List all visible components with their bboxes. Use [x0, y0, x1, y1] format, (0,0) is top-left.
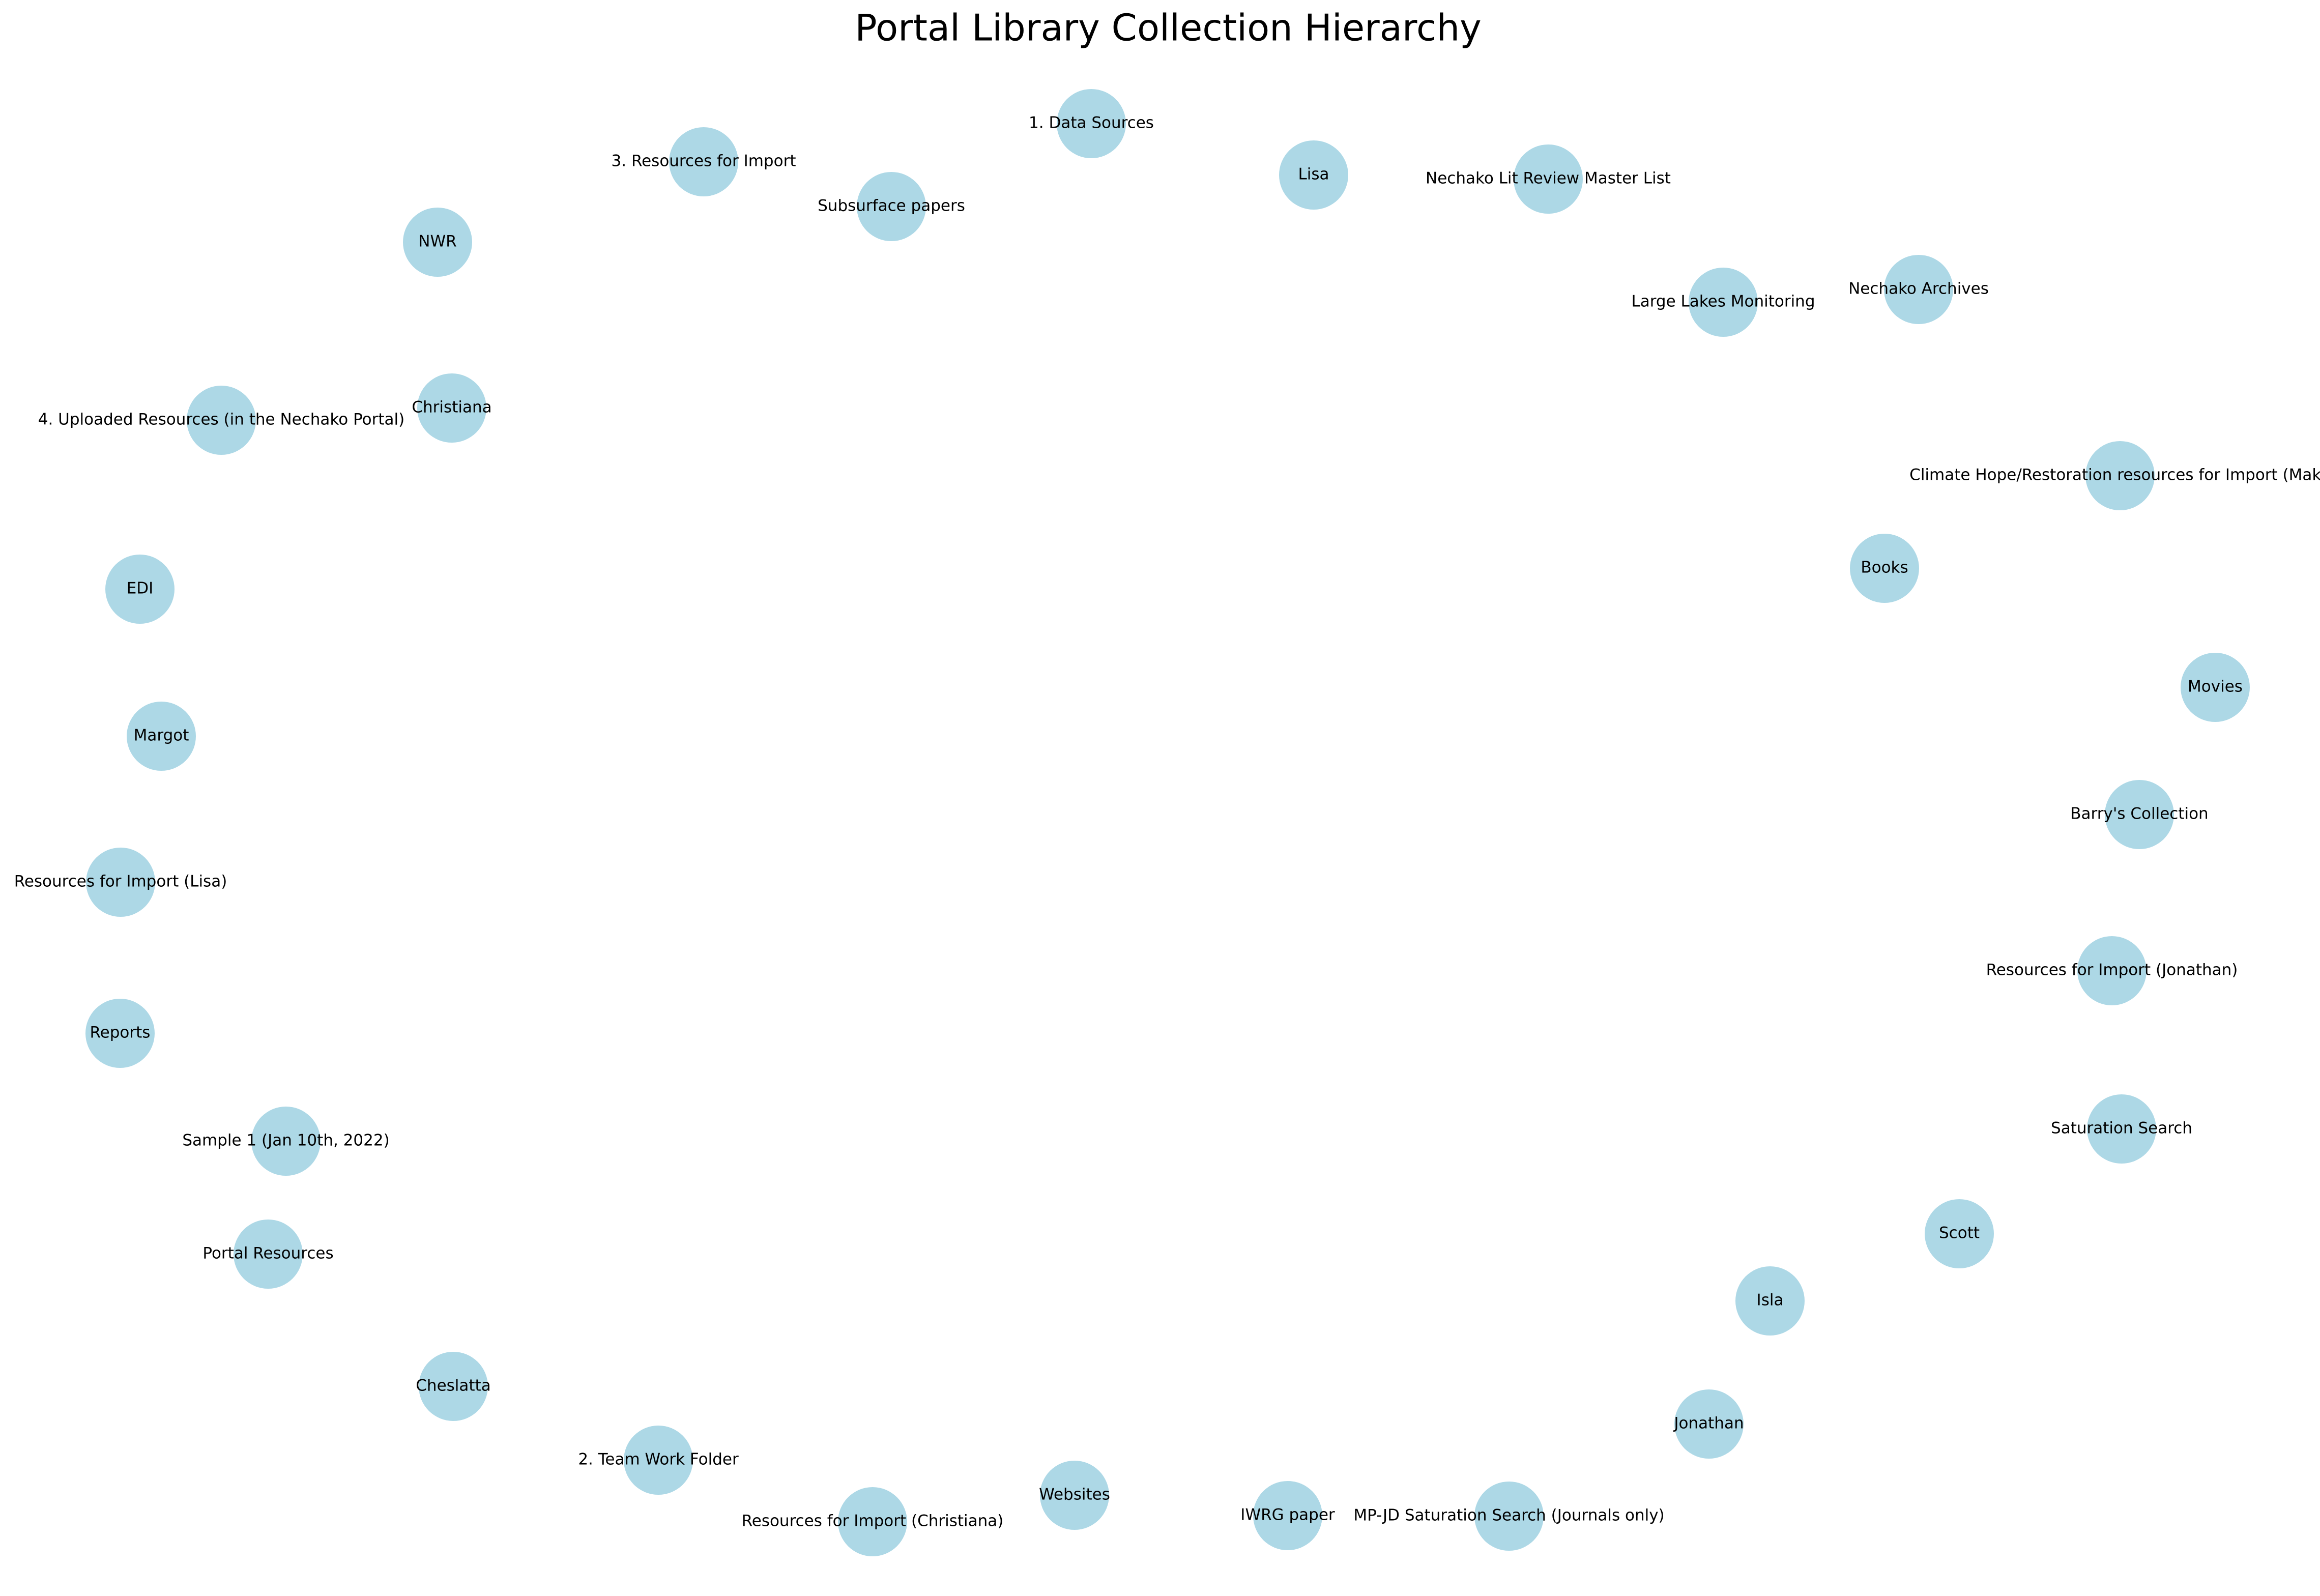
node-saturation-search [2087, 1094, 2156, 1164]
node-resources-for-import [669, 127, 738, 196]
nodes-layer [85, 89, 2250, 1556]
node-label-saturation-search: Saturation Search [2051, 1119, 2192, 1138]
node-cheslatta [419, 1352, 488, 1421]
node-label-nechako-archives: Nechako Archives [1848, 280, 1989, 298]
node-label-nwr: NWR [418, 233, 456, 251]
node-label-barrys-collection: Barry's Collection [2070, 805, 2208, 823]
labels-layer: 1. Data Sources 3. Resources for ImportSu… [14, 114, 2320, 1530]
node-label-nechako-lit-review: Nechako Lit Review Master List [1426, 169, 1671, 188]
node-data-sources [1057, 89, 1126, 158]
node-books [1850, 534, 1919, 603]
node-label-resources-import-jonathan: Resources for Import (Jonathan) [1986, 961, 2238, 979]
node-label-uploaded-resources: 4. Uploaded Resources (in the Nechako Po… [38, 411, 405, 429]
node-label-iwrg-paper: IWRG paper [1240, 1506, 1335, 1524]
node-large-lakes [1689, 268, 1758, 337]
node-label-scott: Scott [1939, 1224, 1980, 1242]
node-team-work-folder [624, 1426, 693, 1495]
node-label-lisa: Lisa [1298, 165, 1329, 184]
node-barrys-collection [2105, 780, 2174, 849]
node-label-edi: EDI [127, 579, 154, 598]
node-label-resources-import-lisa: Resources for Import (Lisa) [14, 873, 227, 891]
node-label-margot: Margot [134, 727, 189, 745]
node-edi [105, 555, 175, 624]
node-christiana [417, 373, 486, 443]
node-label-movies: Movies [2188, 678, 2243, 696]
node-label-resources-import-christiana: Resources for Import (Christiana) [742, 1512, 1004, 1530]
node-label-jonathan: Jonathan [1673, 1414, 1744, 1433]
node-label-cheslatta: Cheslatta [416, 1377, 490, 1395]
node-label-isla: Isla [1757, 1291, 1784, 1310]
node-movies [2181, 653, 2250, 722]
node-lisa [1279, 140, 1348, 210]
node-nechako-lit-review [1514, 144, 1583, 214]
node-label-resources-for-import: 3. Resources for Import [612, 152, 796, 170]
node-reports [85, 999, 155, 1068]
node-label-sample-1: Sample 1 (Jan 10th, 2022) [182, 1131, 389, 1150]
node-label-mp-jd-saturation: MP-JD Saturation Search (Journals only) [1353, 1506, 1664, 1525]
node-label-reports: Reports [90, 1024, 151, 1042]
node-label-team-work-folder: 2. Team Work Folder [578, 1450, 739, 1469]
node-margot [127, 702, 196, 771]
node-subsurface-papers [857, 172, 926, 241]
node-resources-import-lisa [86, 848, 155, 917]
node-label-subsurface-papers: Subsurface papers [818, 197, 965, 215]
node-label-data-sources: 1. Data Sources [1029, 114, 1154, 132]
node-resources-import-christiana [838, 1487, 907, 1556]
node-resources-import-jonathan [2077, 936, 2147, 1005]
node-label-websites: Websites [1039, 1486, 1110, 1504]
node-isla [1735, 1266, 1805, 1336]
node-iwrg-paper [1253, 1481, 1322, 1550]
node-uploaded-resources [187, 386, 256, 455]
node-label-large-lakes: Large Lakes Monitoring [1631, 293, 1815, 311]
node-websites [1040, 1461, 1109, 1530]
node-jonathan [1674, 1389, 1744, 1459]
diagram-title: Portal Library Collection Hierarchy [855, 7, 1481, 49]
node-label-christiana: Christiana [412, 398, 491, 417]
node-nechako-archives [1884, 255, 1953, 324]
node-label-portal-resources: Portal Resources [202, 1244, 333, 1263]
node-label-books: Books [1861, 559, 1908, 577]
node-climate-hope [2085, 441, 2155, 510]
node-portal-resources [234, 1220, 303, 1289]
node-mp-jd-saturation [1474, 1482, 1544, 1551]
node-nwr [403, 208, 472, 277]
node-sample-1 [251, 1107, 321, 1176]
node-scott [1925, 1199, 1994, 1268]
node-label-climate-hope: Climate Hope/Restoration resources for I… [1909, 466, 2320, 484]
